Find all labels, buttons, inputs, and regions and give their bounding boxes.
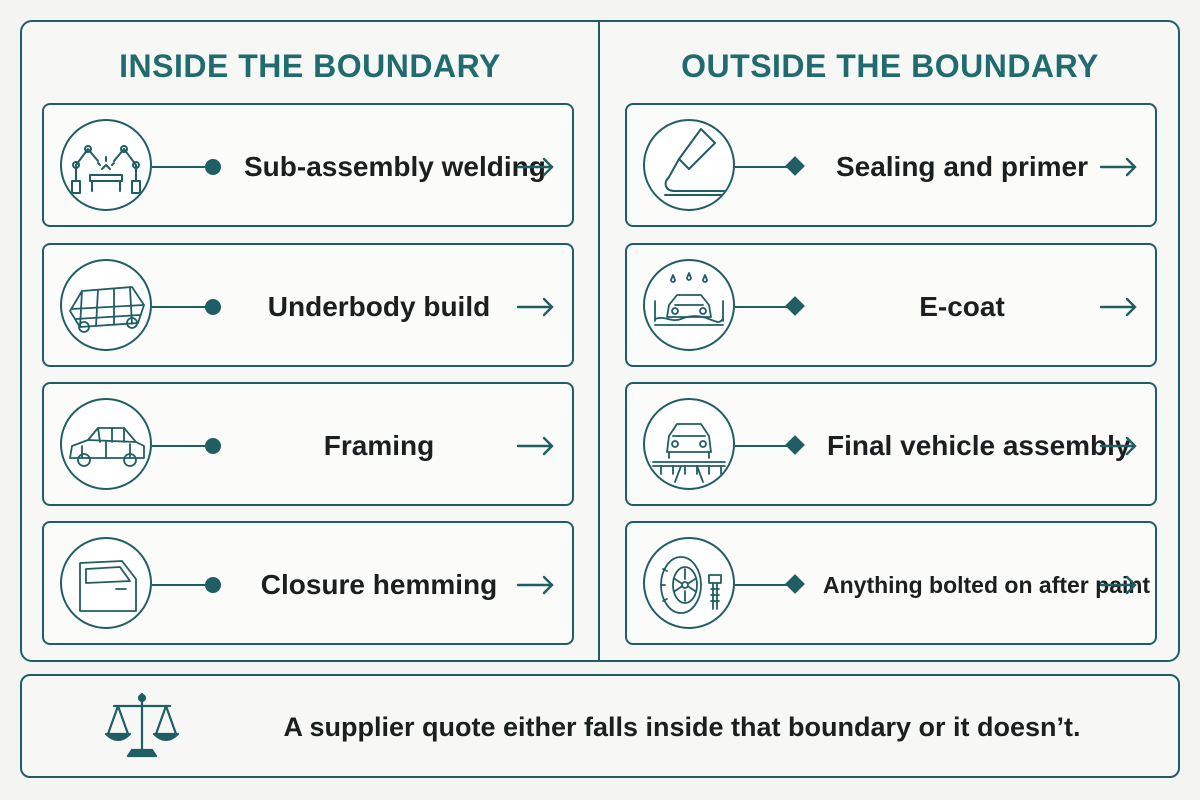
car-dip-tank-icon xyxy=(643,259,735,351)
outside-card-final-vehicle-assembly: Final vehicle assembly xyxy=(625,382,1157,506)
footer-statement: A supplier quote either falls inside tha… xyxy=(283,712,1081,742)
item-label: Final vehicle assembly xyxy=(827,430,1131,461)
inside-card-sub-assembly-welding: Sub-assembly welding xyxy=(42,103,574,227)
arrow-right-icon xyxy=(516,289,556,325)
connector-diamond xyxy=(785,296,805,316)
outside-column-title: OUTSIDE THE BOUNDARY xyxy=(681,48,1099,84)
arrow-right-icon xyxy=(1099,428,1139,464)
car-on-conveyor-icon xyxy=(643,398,735,490)
balance-scale-icon xyxy=(102,690,182,764)
robot-welding-icon xyxy=(60,119,152,211)
inside-column-title: INSIDE THE BOUNDARY xyxy=(119,48,501,84)
item-label: E-coat xyxy=(919,291,1005,322)
column-divider xyxy=(598,22,600,660)
underbody-frame-icon xyxy=(60,259,152,351)
connector-diamond xyxy=(785,156,805,176)
connector-dot xyxy=(205,159,221,175)
item-label: Underbody build xyxy=(267,291,491,322)
inside-card-closure-hemming: Closure hemming xyxy=(42,521,574,645)
outside-card-bolted-after-paint: Anything bolted on after paint xyxy=(625,521,1157,645)
wheel-and-bolt-icon xyxy=(643,537,735,629)
item-label: Sealing and primer xyxy=(835,151,1089,182)
inside-card-framing: Framing xyxy=(42,382,574,506)
arrow-right-icon xyxy=(516,428,556,464)
inside-card-underbody-build: Underbody build xyxy=(42,243,574,367)
connector-dot xyxy=(205,299,221,315)
arrow-right-icon xyxy=(1099,567,1139,603)
sealant-gun-icon xyxy=(643,119,735,211)
arrow-right-icon xyxy=(1099,149,1139,185)
item-label: Anything bolted on after paint xyxy=(823,572,1151,598)
connector-diamond xyxy=(785,574,805,594)
outside-card-e-coat: E-coat xyxy=(625,243,1157,367)
connector-dot xyxy=(205,438,221,454)
arrow-right-icon xyxy=(516,567,556,603)
car-door-icon xyxy=(60,537,152,629)
arrow-right-icon xyxy=(516,149,556,185)
footer-banner: A supplier quote either falls inside tha… xyxy=(20,674,1180,778)
connector-diamond xyxy=(785,435,805,455)
item-label: Sub-assembly welding xyxy=(244,151,546,182)
item-label: Closure hemming xyxy=(260,569,498,600)
car-body-frame-icon xyxy=(60,398,152,490)
arrow-right-icon xyxy=(1099,289,1139,325)
item-label: Framing xyxy=(323,430,435,461)
outside-card-sealing-and-primer: Sealing and primer xyxy=(625,103,1157,227)
connector-dot xyxy=(205,577,221,593)
